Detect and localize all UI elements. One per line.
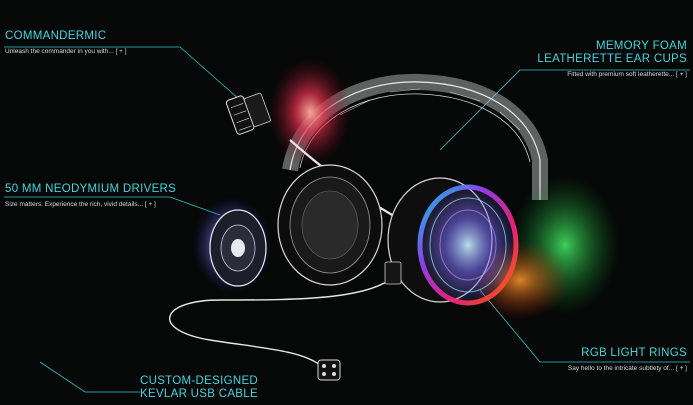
callout-commandermic: COMMANDERMIC Unleash the commander in yo… — [5, 30, 127, 56]
commandermic-more-link[interactable]: [ + ] — [115, 48, 127, 55]
ear-cups-title-line2: LEATHERETTE EAR CUPS — [537, 53, 687, 65]
cable-title-line1: CUSTOM-DESIGNED — [140, 375, 259, 387]
callout-cable: CUSTOM-DESIGNED KEVLAR USB CABLE — [140, 375, 258, 401]
callout-drivers: 50 MM NEODYMIUM DRIVERS Size matters. Ex… — [5, 183, 176, 209]
drivers-desc: Size matters. Experience the rich, vivid… — [5, 201, 144, 208]
ear-cups-desc-row: Fitted with premium soft leatherette... … — [537, 70, 687, 79]
neodymium-driver — [209, 209, 267, 287]
rgb-title: RGB LIGHT RINGS — [581, 347, 687, 359]
rgb-desc: Say hello to the intricate subtlety of..… — [567, 365, 675, 372]
kevlar-usb-cable — [169, 261, 402, 381]
rgb-more-link[interactable]: [ + ] — [675, 365, 687, 372]
red-glow — [268, 57, 352, 167]
callout-ear-cups: MEMORY FOAM LEATHERETTE EAR CUPS Fitted … — [537, 40, 687, 79]
ear-cups-title-line1: MEMORY FOAM — [595, 40, 687, 52]
drivers-more-link[interactable]: [ + ] — [144, 201, 156, 208]
left-ear-cup — [277, 164, 383, 286]
rgb-light-ring — [416, 183, 520, 307]
ear-cups-desc: Fitted with premium soft leatherette... — [567, 71, 675, 78]
cable-title-line2: KEVLAR USB CABLE — [140, 388, 258, 400]
commandermic-desc: Unleash the commander in you with... — [5, 48, 114, 55]
drivers-title: 50 MM NEODYMIUM DRIVERS — [5, 183, 177, 195]
commandermic-title: COMMANDERMIC — [5, 30, 107, 42]
mic-head — [225, 92, 271, 135]
drivers-desc-row: Size matters. Experience the rich, vivid… — [5, 200, 176, 209]
rgb-desc-row: Say hello to the intricate subtlety of..… — [568, 364, 687, 373]
ear-cups-more-link[interactable]: [ + ] — [675, 71, 687, 78]
commandermic-desc-row: Unleash the commander in you with... [ +… — [5, 47, 127, 56]
callout-rgb: RGB LIGHT RINGS Say hello to the intrica… — [568, 347, 687, 373]
